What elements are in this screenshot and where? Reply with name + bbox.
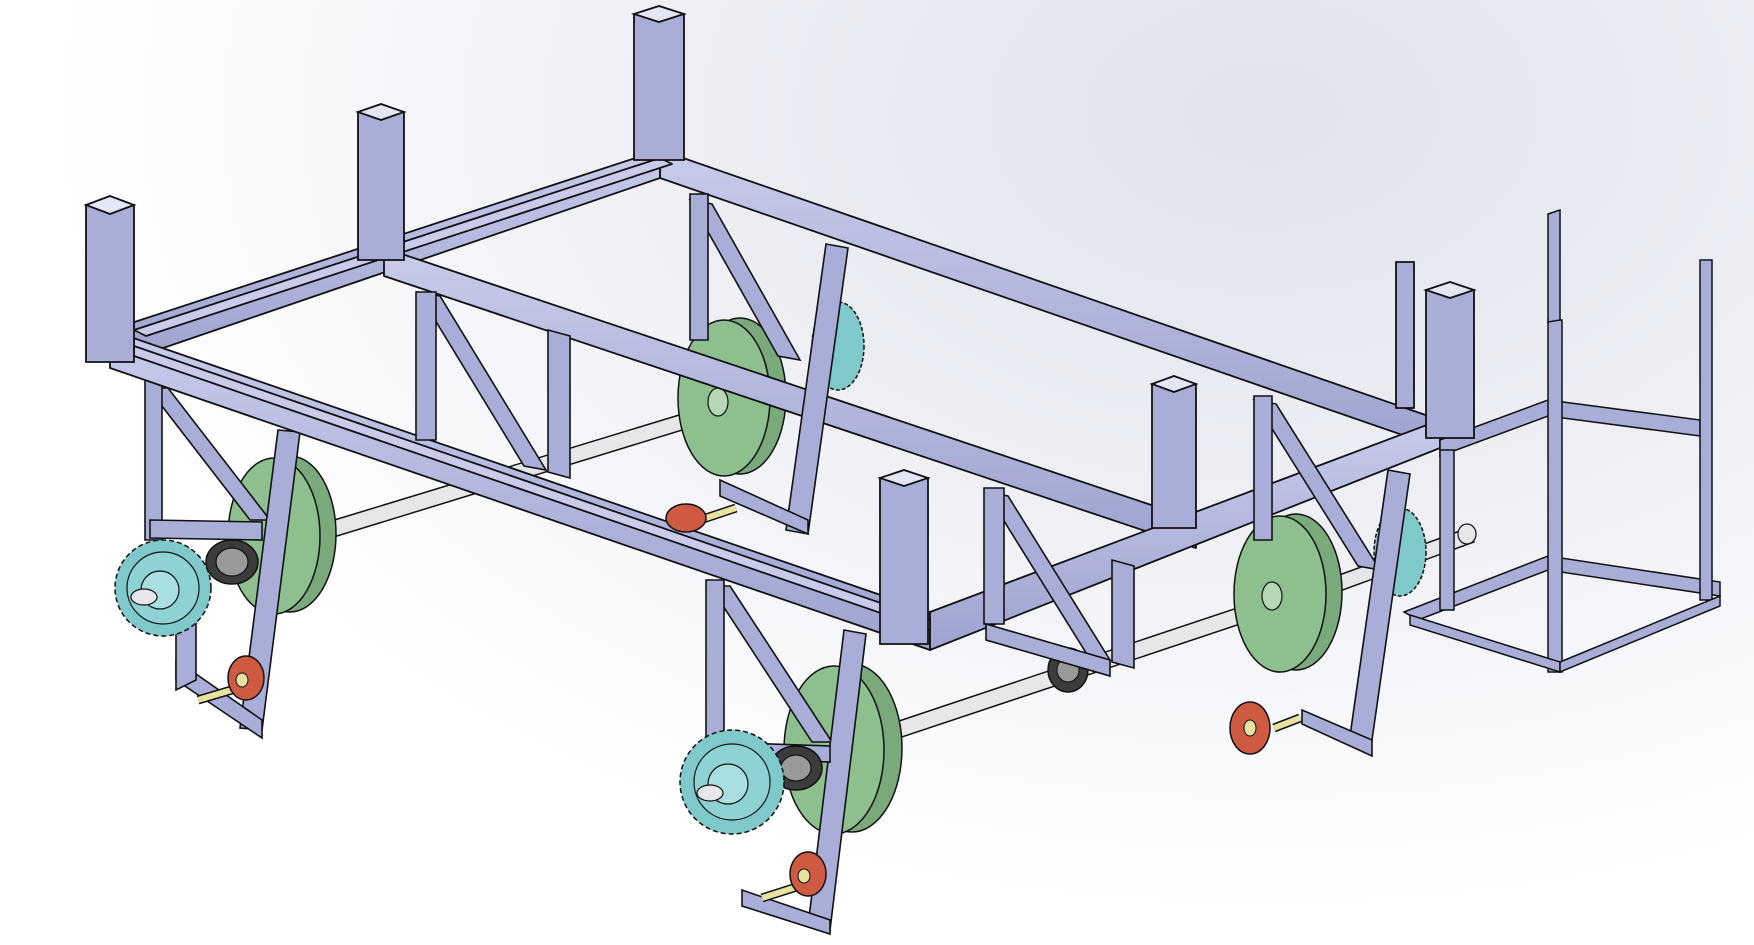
side-cage-frame [1402, 208, 1721, 674]
front-left-sprocket [679, 729, 823, 835]
front-middle-bracket [983, 487, 1135, 678]
chassis-frame [109, 149, 1441, 651]
rear-right-roller [665, 503, 738, 533]
rear-left-roller [196, 655, 265, 705]
rear-right-bracket [688, 193, 849, 536]
rear-middle-bracket [415, 290, 571, 480]
front-right-wheel [1233, 513, 1343, 673]
front-left-roller [760, 851, 827, 903]
front-right-roller [1229, 701, 1302, 755]
front-right-bracket [1252, 395, 1411, 758]
upright-posts [83, 5, 1477, 645]
rear-left-sprocket [114, 539, 259, 637]
